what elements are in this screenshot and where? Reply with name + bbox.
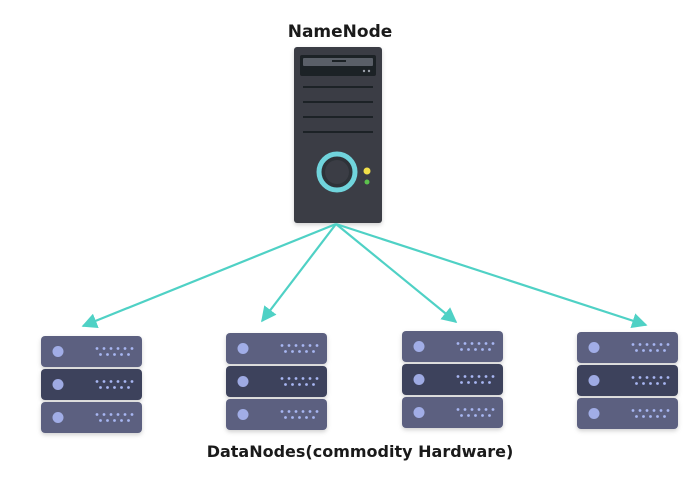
datanode-1-server-rack-icon bbox=[41, 336, 142, 433]
led-yellow-icon bbox=[363, 167, 371, 175]
server-unit bbox=[226, 399, 327, 430]
arrow-to-datanode-2 bbox=[261, 223, 337, 323]
arrow-to-datanode-3 bbox=[335, 223, 458, 323]
datanodes-label: DataNodes(commodity Hardware) bbox=[206, 442, 514, 461]
server-unit bbox=[41, 369, 142, 400]
server-unit bbox=[577, 398, 678, 429]
namenode-label: NameNode bbox=[287, 22, 393, 42]
server-unit bbox=[577, 365, 678, 396]
server-unit bbox=[226, 333, 327, 364]
datanode-3-server-rack-icon bbox=[402, 331, 503, 428]
namenode-tower-icon bbox=[294, 47, 382, 223]
connection-arrows bbox=[81, 222, 648, 329]
led-green-icon bbox=[364, 179, 370, 185]
server-unit bbox=[41, 402, 142, 433]
datanode-racks bbox=[41, 331, 678, 433]
server-unit bbox=[402, 397, 503, 428]
datanode-2-server-rack-icon bbox=[226, 333, 327, 430]
server-unit bbox=[402, 331, 503, 362]
datanode-4-server-rack-icon bbox=[577, 332, 678, 429]
server-unit bbox=[402, 364, 503, 395]
server-unit bbox=[41, 336, 142, 367]
arrow-to-datanode-4 bbox=[335, 222, 648, 329]
server-unit bbox=[226, 366, 327, 397]
server-unit bbox=[577, 332, 678, 363]
arrow-to-datanode-1 bbox=[81, 222, 337, 328]
